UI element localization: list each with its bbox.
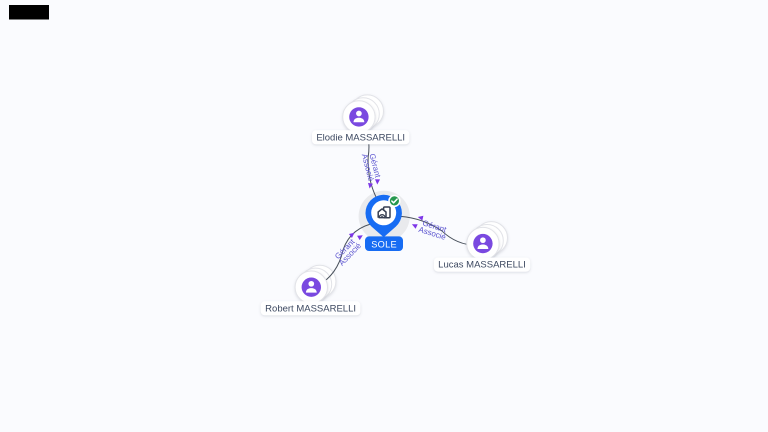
svg-text:Elodie MASSARELLI: Elodie MASSARELLI: [316, 132, 405, 143]
svg-text:Lucas MASSARELLI: Lucas MASSARELLI: [438, 260, 526, 271]
svg-text:SOLE: SOLE: [371, 240, 397, 250]
svg-text:Robert MASSARELLI: Robert MASSARELLI: [265, 303, 356, 314]
